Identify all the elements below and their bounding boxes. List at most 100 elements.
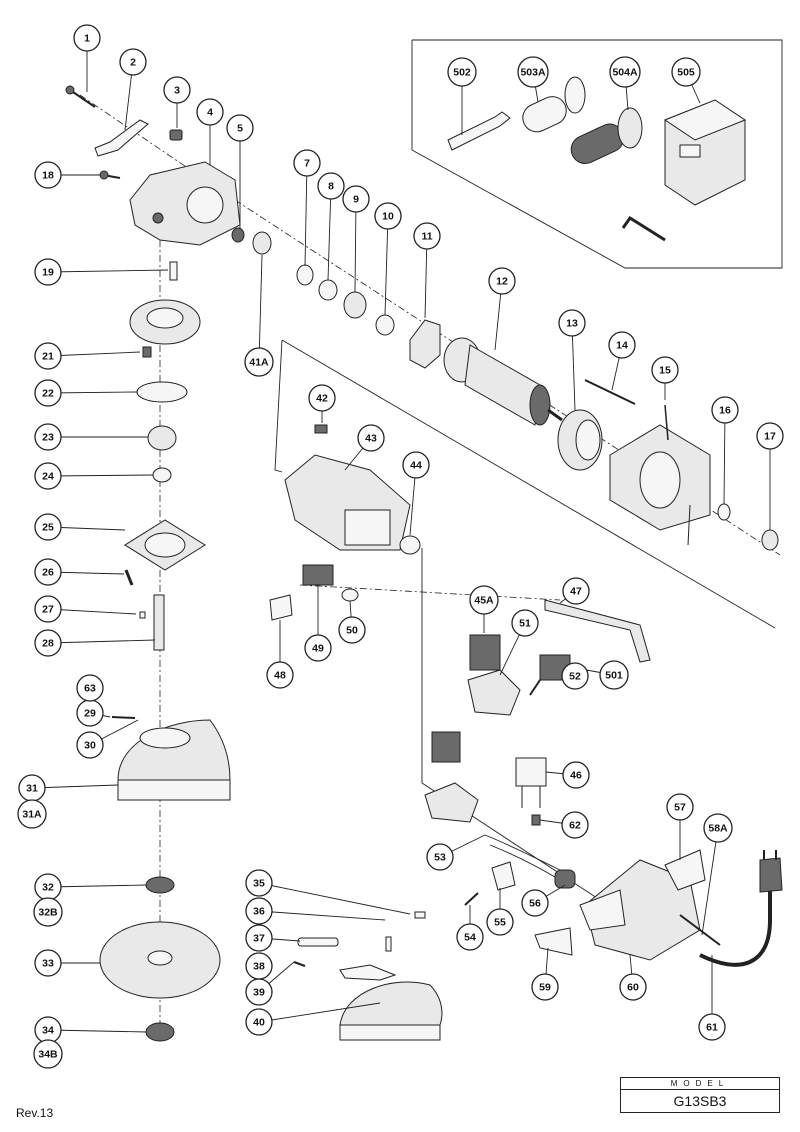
callout-59: 59 [531,973,559,1001]
callout-46: 46 [562,761,590,789]
callout-label: 30 [84,740,96,752]
leader-line [47,639,156,644]
callout-label: 16 [719,405,731,417]
motor-section-frame [281,339,776,629]
callout-42: 42 [308,384,336,412]
callout-58A: 58A [703,813,733,843]
model-label: MODEL [621,1078,779,1090]
callout-label: 11 [421,231,432,243]
callout-23: 23 [34,423,62,451]
callout-31A: 31A [17,799,47,829]
callout-47: 47 [562,577,590,605]
leader-line [47,884,147,888]
callout-44: 44 [402,451,430,479]
callout-label: 7 [304,158,310,170]
model-number: G13SB3 [673,1093,727,1109]
callout-label: 25 [42,522,54,534]
callout-27: 27 [34,595,62,623]
callout-4: 4 [196,98,224,126]
callout-19: 19 [34,258,62,286]
leader-line [424,235,428,319]
part-4-gear-cover [129,161,241,246]
callout-label: 55 [494,917,506,929]
part-15-stator [609,404,711,546]
callout-37: 37 [245,924,273,952]
callout-label: 27 [42,604,54,616]
callout-30: 30 [76,731,104,759]
part-504A-case [663,99,747,206]
callout-17: 17 [756,422,784,450]
callout-label: 32 [42,882,54,894]
callout-60: 60 [619,973,647,1001]
callout-52: 52 [561,662,589,690]
callout-label: 43 [365,433,377,445]
leader-line [47,269,169,273]
callout-63: 63 [76,674,104,702]
leader-line [47,391,138,394]
callout-label: 56 [529,898,541,910]
callout-label: 61 [706,1022,718,1034]
callout-label: 60 [627,982,639,994]
callout-11: 11 [413,222,441,250]
callout-34B: 34B [33,1039,63,1069]
callout-label: 35 [253,878,265,890]
callout-50: 50 [338,616,366,644]
callout-label: 2 [130,57,136,69]
callout-label: 48 [274,670,286,682]
callout-label: 31 [26,783,38,795]
part-31-wheel-guard-b [339,964,443,1041]
callout-label: 13 [566,318,578,330]
callout-8: 8 [317,172,345,200]
callout-label: 34 [42,1025,54,1037]
callout-label: 51 [519,618,531,630]
callout-label: 3 [174,85,180,97]
callout-24: 24 [34,462,62,490]
callout-33: 33 [34,949,62,977]
callout-56: 56 [521,889,549,917]
callout-label: 4 [207,107,213,119]
callout-group: 1234578910111213141516171819212223242526… [17,24,784,1069]
callout-32B: 32B [33,897,63,927]
part-13-baffle [557,409,603,471]
part-1-screw [65,85,96,108]
callout-10: 10 [374,202,402,230]
callout-16: 16 [711,396,739,424]
leader-line [258,254,263,363]
leader-line [304,162,308,267]
callout-54: 54 [456,923,484,951]
callout-48: 48 [266,661,294,689]
leader-line [258,910,386,921]
callout-label: 504A [612,67,638,79]
callout-18: 18 [34,161,62,189]
callout-label: 26 [42,567,54,579]
callout-label: 21 [42,351,54,363]
callout-40: 40 [245,1008,273,1036]
leader-line [258,1002,381,1023]
callout-label: 38 [253,961,265,973]
callout-55: 55 [486,908,514,936]
callout-41A: 41A [244,347,274,377]
part-43-housing [284,454,411,551]
callout-label: 23 [42,432,54,444]
callout-label: 45A [474,595,494,607]
callout-label: 17 [764,431,776,443]
callout-label: 36 [253,906,265,918]
part-33-disk [99,921,221,999]
callout-39: 39 [245,978,273,1006]
callout-28: 28 [34,629,62,657]
callout-9: 9 [342,185,370,213]
callout-26: 26 [34,558,62,586]
leader-line [31,784,119,789]
callout-7: 7 [293,149,321,177]
callout-38: 38 [245,952,273,980]
callout-label: 10 [382,211,394,223]
callout-label: 28 [42,638,54,650]
callout-label: 41A [249,357,269,369]
callout-label: 33 [42,958,54,970]
leader-line [47,608,137,615]
part-59-handle [579,859,701,961]
callout-32: 32 [34,873,62,901]
accessory-frame [411,39,783,269]
callout-label: 22 [42,388,54,400]
